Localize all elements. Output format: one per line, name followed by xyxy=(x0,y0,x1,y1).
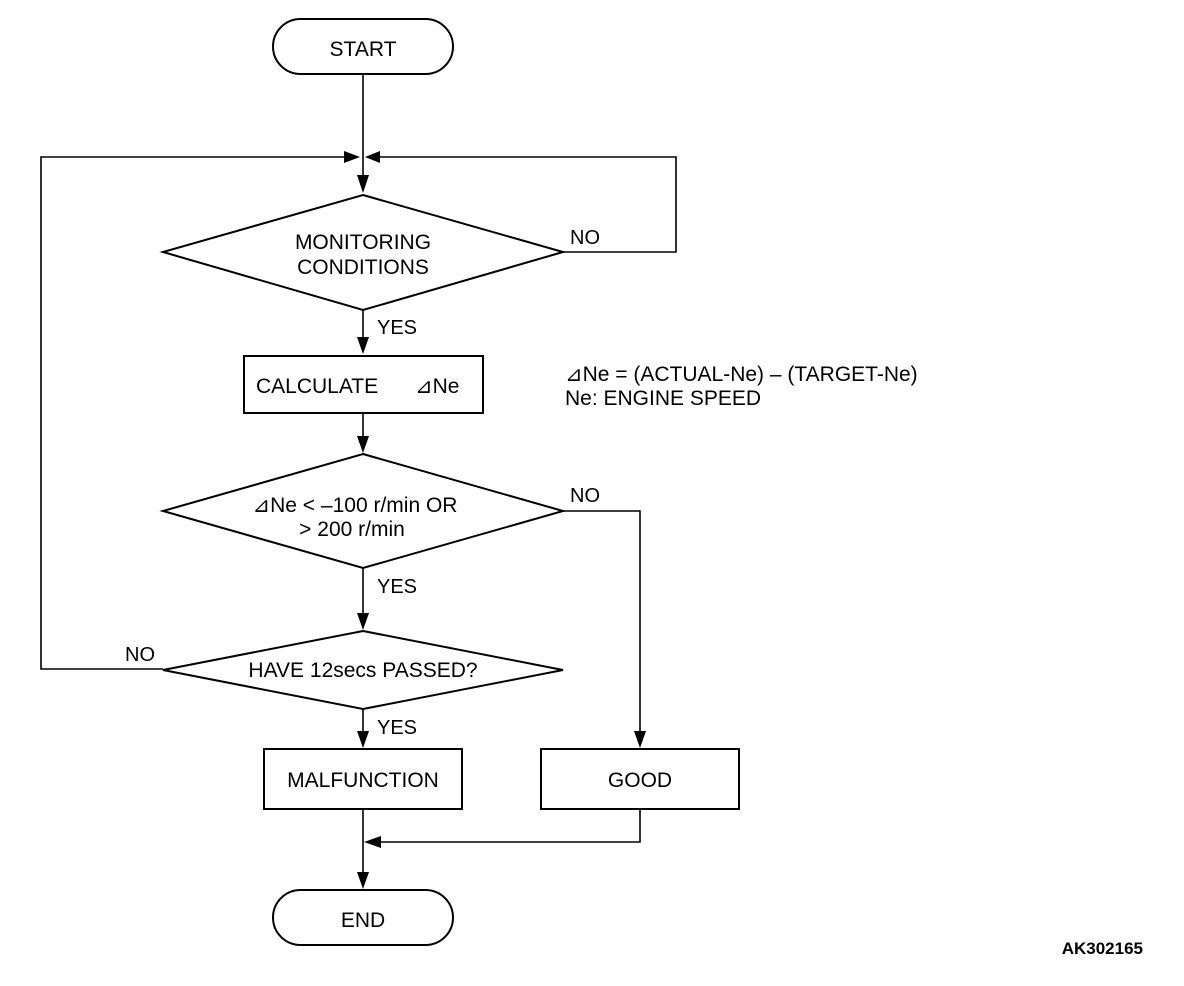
start-label: START xyxy=(330,38,397,61)
arrowhead-into-time-check xyxy=(357,613,369,630)
deviation-label-line1: ⊿Ne < –100 r/min OR xyxy=(253,494,458,517)
calculate-label: CALCULATE xyxy=(256,375,378,398)
end-terminal: END xyxy=(272,889,454,946)
calculate-delta-ne: ⊿Ne xyxy=(415,375,459,398)
monitoring-no-label: NO xyxy=(570,227,600,249)
end-label: END xyxy=(341,909,385,932)
good-label: GOOD xyxy=(608,769,672,792)
arrowhead-into-deviation xyxy=(357,436,369,453)
connector-time-no-loop xyxy=(40,156,345,670)
time-check-decision: HAVE 12secs PASSED? xyxy=(162,629,564,711)
monitoring-label-line2: CONDITIONS xyxy=(297,256,429,279)
connector-monitoring-no-loop xyxy=(380,156,677,253)
arrowhead-good-merge xyxy=(364,836,381,848)
arrowhead-time-no xyxy=(344,151,360,163)
malfunction-label: MALFUNCTION xyxy=(287,769,439,792)
deviation-yes-label: YES xyxy=(377,576,417,598)
deviation-decision: ⊿Ne < –100 r/min OR > 200 r/min xyxy=(159,452,567,570)
monitoring-label-line1: MONITORING xyxy=(295,231,431,254)
deviation-no-label: NO xyxy=(570,485,600,507)
malfunction-process: MALFUNCTION xyxy=(263,748,463,810)
time-yes-label: YES xyxy=(377,717,417,739)
start-terminal: START xyxy=(272,18,454,75)
connector-deviation-no-to-good xyxy=(563,510,641,731)
time-no-label: NO xyxy=(125,644,155,666)
deviation-label-line2: > 200 r/min xyxy=(299,518,405,541)
figure-code: AK302165 xyxy=(1062,939,1143,958)
arrowhead-into-malfunction xyxy=(357,731,369,748)
arrowhead-monitoring-no xyxy=(365,151,380,163)
arrowhead-into-end xyxy=(357,872,369,889)
engine-speed-definition: Ne: ENGINE SPEED xyxy=(565,387,761,410)
connector-good-to-end xyxy=(380,809,641,843)
formula-line: ⊿Ne = (ACTUAL-Ne) – (TARGET-Ne) xyxy=(565,363,918,386)
formula-note: ⊿Ne = (ACTUAL-Ne) – (TARGET-Ne) Ne: ENGI… xyxy=(565,363,918,410)
good-process: GOOD xyxy=(540,748,740,810)
calculate-process: CALCULATE ⊿Ne xyxy=(243,355,484,414)
arrowhead-into-monitoring xyxy=(357,175,369,193)
monitoring-yes-label: YES xyxy=(377,317,417,339)
monitoring-decision: MONITORING CONDITIONS xyxy=(159,193,567,312)
arrowhead-into-calculate xyxy=(357,337,369,354)
time-check-label: HAVE 12secs PASSED? xyxy=(248,659,477,682)
arrowhead-into-good xyxy=(634,731,646,748)
